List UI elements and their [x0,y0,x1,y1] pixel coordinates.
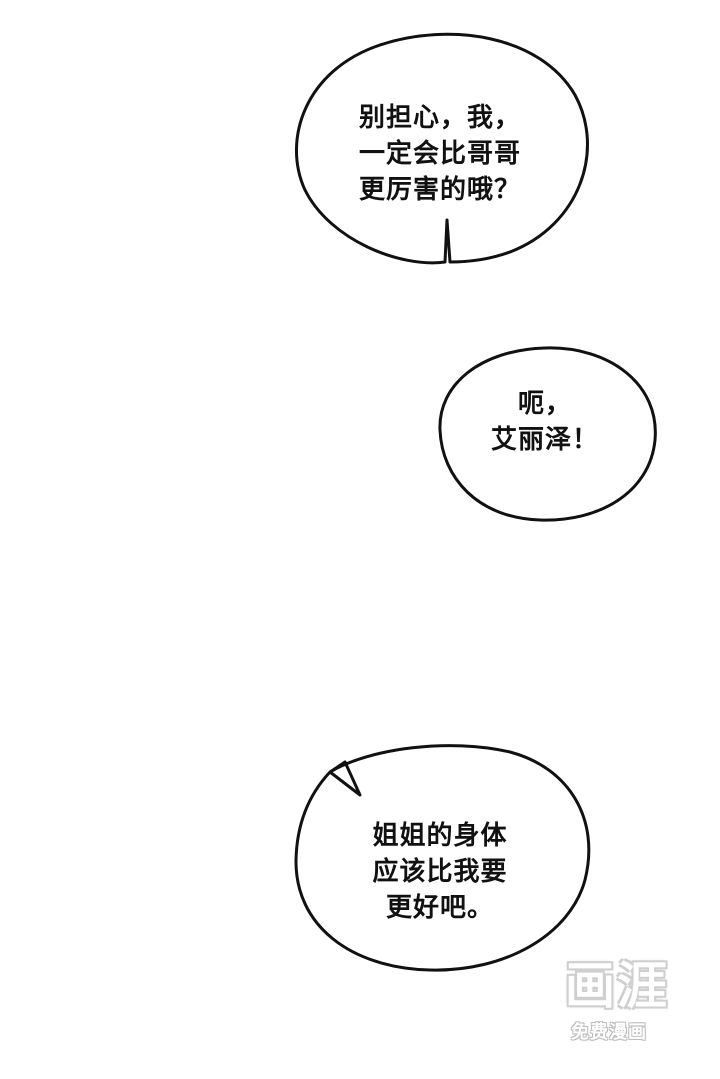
bubble-1-line-1: 别担心，我， [358,103,521,133]
speech-bubble-2-text: 呃， 艾丽泽！ [470,386,620,458]
speech-bubble-1-text: 别担心，我， 一定会比哥哥 更厉害的哦？ [330,100,550,208]
bubble-2-line-1: 呃， [517,389,572,419]
bubble-3-line-3: 更好吧。 [385,893,494,923]
watermark-logo: 画涯 [565,957,669,1015]
speech-bubble-3 [294,744,591,972]
bubble-1-line-2: 一定会比哥哥 [358,139,521,169]
watermark-caption: 免费漫画 [571,1022,647,1043]
speech-bubble-3-text: 姐姐的身体 应该比我要 更好吧。 [330,818,550,926]
bubble-3-line-1: 姐姐的身体 [372,821,508,851]
bubble-2-line-2: 艾丽泽！ [490,425,599,455]
speech-bubble-2 [438,346,657,522]
speech-bubble-1 [295,32,589,265]
watermark: 画涯 免费漫画 [565,955,695,1055]
bubble-1-line-3: 更厉害的哦？ [358,175,521,205]
bubble-3-line-2: 应该比我要 [372,857,508,887]
